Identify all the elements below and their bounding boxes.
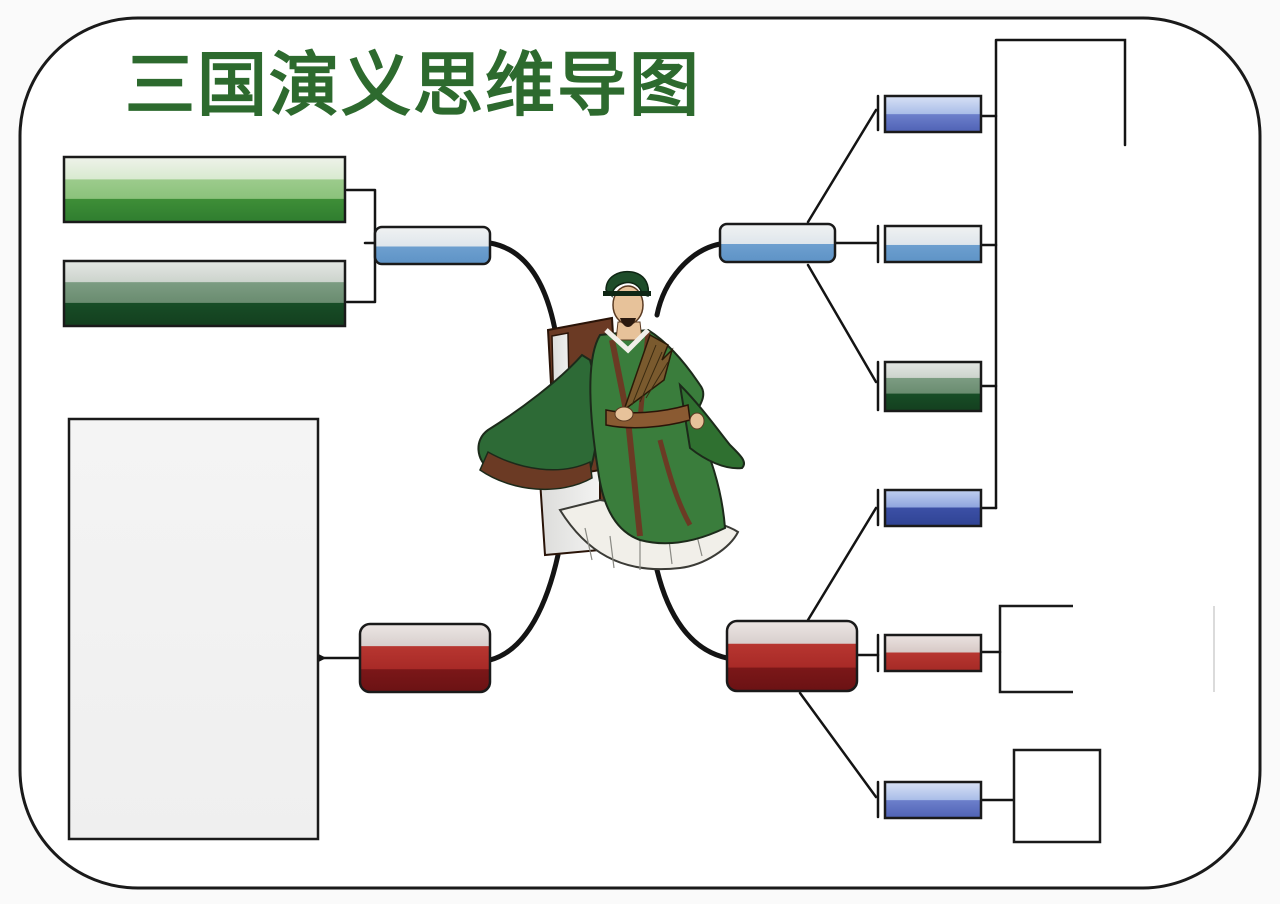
- right-mid-child[interactable]: [883, 488, 983, 528]
- branch-rt-1: [806, 108, 878, 224]
- connector-center-left-bottom: [487, 552, 561, 663]
- connector-center-right-bottom: [654, 567, 730, 661]
- central-figure: [477, 270, 746, 571]
- right-top-child-2[interactable]: [883, 224, 983, 264]
- right-top-child-3[interactable]: [883, 360, 983, 413]
- connectors: [322, 38, 1127, 819]
- right-tall-bracket: [994, 38, 1127, 510]
- right-top-panel[interactable]: [1000, 46, 1120, 142]
- branch-rt-3: [806, 263, 878, 384]
- right-bottom-panel[interactable]: [1012, 748, 1102, 844]
- branch-rb-3: [798, 691, 878, 799]
- right-bottom-child-2[interactable]: [883, 780, 983, 820]
- right-bottom-child-1[interactable]: [883, 633, 983, 673]
- left-top-parent-node[interactable]: [373, 225, 492, 266]
- right-top-parent-node[interactable]: [718, 222, 837, 264]
- page-title: 三国演义思维导图: [125, 44, 701, 126]
- right-mid-panel[interactable]: [998, 604, 1215, 694]
- left-green-box-1[interactable]: [62, 155, 347, 224]
- connector-center-left-top: [487, 240, 559, 338]
- branch-rb-1: [806, 506, 878, 622]
- connector-center-right-top: [654, 241, 723, 318]
- right-top-child-1[interactable]: [883, 94, 983, 134]
- left-bottom-parent-node[interactable]: [358, 622, 492, 694]
- left-green-box-2[interactable]: [62, 259, 347, 328]
- left-large-panel[interactable]: [67, 417, 320, 841]
- right-bottom-parent-node[interactable]: [725, 619, 859, 693]
